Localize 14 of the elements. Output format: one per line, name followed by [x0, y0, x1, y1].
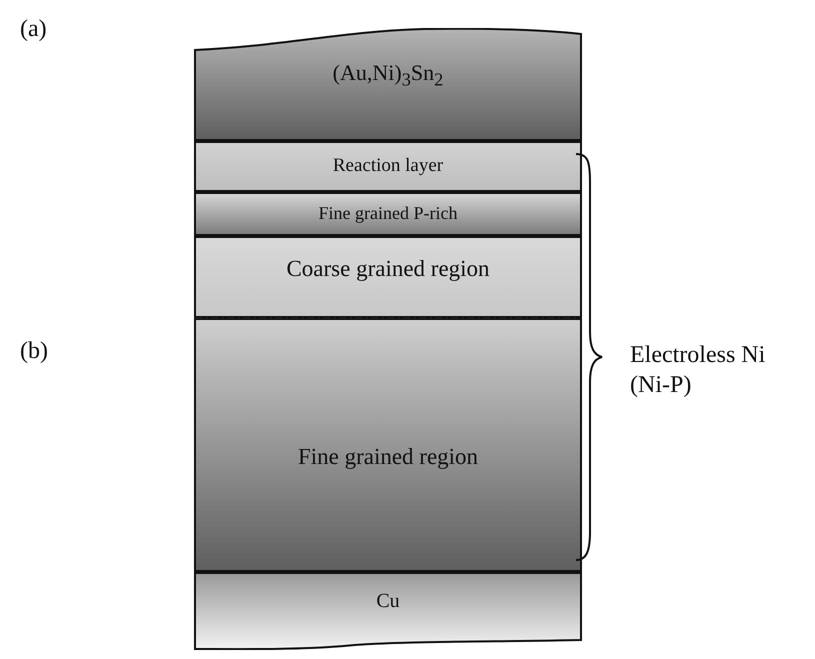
panel-label: (b)	[20, 338, 48, 365]
layer-label: Reaction layer	[332, 154, 444, 177]
material-layer	[194, 28, 582, 141]
panel-label: (a)	[20, 16, 47, 43]
material-layer	[194, 236, 582, 318]
bracket-label: Electroless Ni (Ni-P)	[630, 341, 766, 400]
layer-label: Cu	[375, 590, 401, 613]
material-layer	[194, 572, 582, 650]
layer-label: (Au,Ni)$_{3}$Sn$_{2}$	[332, 60, 444, 90]
layer-label: Fine grained region	[296, 444, 480, 470]
layer-label: Fine grained P-rich	[318, 203, 458, 224]
material-layer	[194, 141, 582, 192]
material-layer	[194, 192, 582, 236]
layer-label: Coarse grained region	[285, 256, 491, 282]
